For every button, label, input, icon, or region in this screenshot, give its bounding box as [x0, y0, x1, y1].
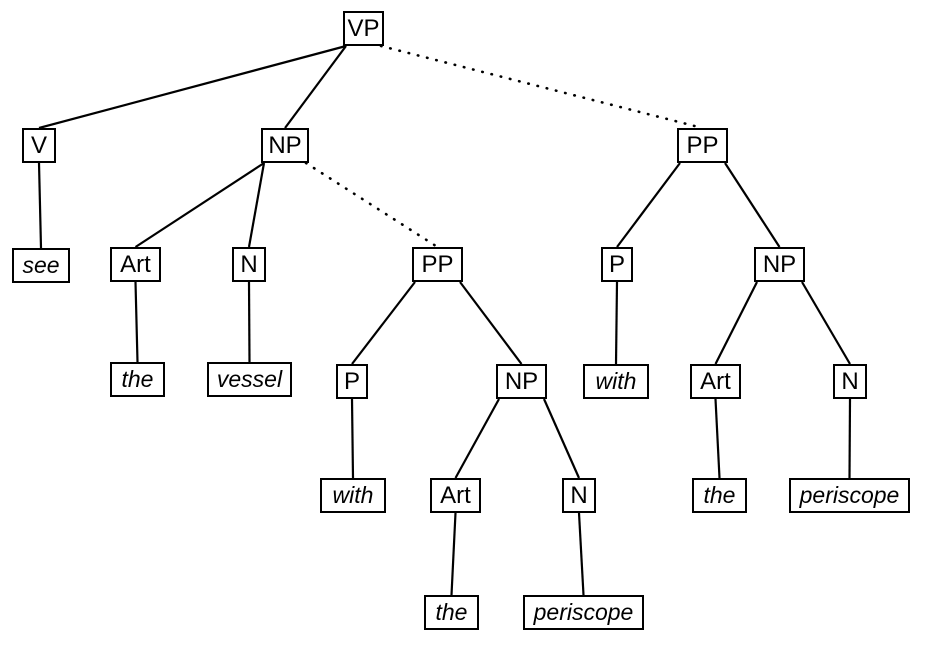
edge-np_mid-to-art_m: [454, 398, 500, 479]
category-node-p_mid: P: [336, 364, 368, 399]
edge-pp_mid-to-p_mid: [351, 281, 416, 365]
leaf-node-peri_r: periscope: [789, 478, 910, 513]
leaf-node-the1: the: [110, 362, 165, 397]
edge-n_r-to-peri_r: [848, 398, 852, 479]
category-node-vp: VP: [343, 11, 384, 46]
edge-p_mid-to-with_m: [350, 398, 355, 479]
edge-np_right-to-art_r: [714, 281, 758, 365]
edge-np1-to-pp_mid: [304, 161, 439, 249]
category-node-np_right: NP: [754, 247, 805, 282]
category-node-p_right: P: [601, 247, 633, 282]
leaf-node-the_m: the: [424, 595, 479, 630]
edge-art1-to-the1: [134, 281, 139, 363]
category-node-np_mid: NP: [496, 364, 547, 399]
category-node-art1: Art: [110, 247, 161, 282]
category-node-pp_right: PP: [677, 128, 728, 163]
leaf-node-see: see: [12, 248, 70, 283]
edge-pp_right-to-np_right: [724, 162, 781, 248]
edge-vp-to-np1: [284, 45, 347, 129]
leaf-node-with_m: with: [320, 478, 386, 513]
category-node-n1: N: [232, 247, 266, 282]
edge-p_right-to-with_r: [614, 281, 619, 365]
edge-np_mid-to-n_m: [542, 398, 581, 479]
category-node-n_m: N: [562, 478, 596, 513]
category-node-pp_mid: PP: [412, 247, 463, 282]
edge-np1-to-art1: [134, 162, 265, 248]
category-node-n_r: N: [833, 364, 867, 399]
edge-art_r-to-the_r: [714, 398, 721, 479]
category-node-art_r: Art: [690, 364, 741, 399]
category-node-v: V: [22, 128, 56, 163]
category-node-np1: NP: [261, 128, 309, 163]
edge-n_m-to-peri_m: [577, 512, 585, 596]
leaf-node-peri_m: periscope: [523, 595, 644, 630]
leaf-node-vessel: vessel: [207, 362, 292, 397]
edge-pp_right-to-p_right: [616, 162, 681, 248]
leaf-node-with_r: with: [583, 364, 649, 399]
edge-v-to-see: [37, 162, 43, 249]
edge-vp-to-v: [38, 44, 347, 130]
category-node-art_m: Art: [430, 478, 481, 513]
edge-art_m-to-the_m: [450, 512, 457, 596]
edge-pp_mid-to-np_mid: [459, 281, 523, 365]
edge-vp-to-pp_right: [379, 44, 704, 130]
leaf-node-the_r: the: [692, 478, 747, 513]
edge-np1-to-n1: [247, 162, 266, 248]
edge-n1-to-vessel: [247, 281, 251, 363]
edge-np_right-to-n_r: [801, 281, 851, 365]
